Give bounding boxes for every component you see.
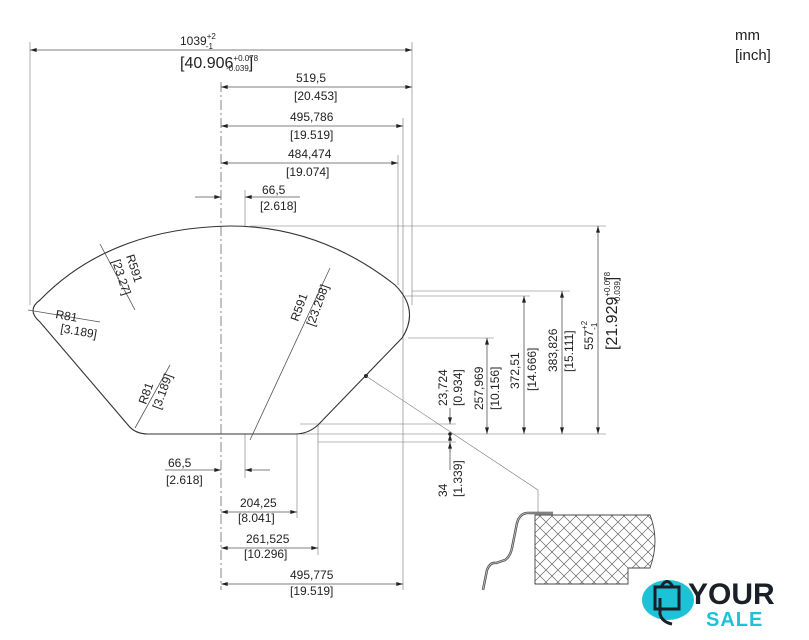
unit-inch: [inch] — [735, 47, 771, 64]
svg-text:[2.618]: [2.618] — [166, 473, 203, 487]
dim-383: 383,826 [15.111] — [546, 290, 576, 435]
radius-r81-left: R81 [3.189] — [27, 307, 101, 341]
unit-mm: mm — [735, 27, 760, 44]
svg-text:495,786: 495,786 — [290, 110, 334, 124]
svg-text:257,969: 257,969 — [472, 366, 486, 410]
svg-text:519,5: 519,5 — [296, 71, 326, 85]
svg-text:204,25: 204,25 — [240, 496, 277, 510]
svg-text:[20.453]: [20.453] — [294, 89, 337, 103]
svg-text:383,826: 383,826 — [546, 328, 560, 372]
your-sale-logo: YOUR SALE — [638, 574, 798, 636]
section-detail — [481, 511, 656, 591]
svg-text:66,5: 66,5 — [262, 183, 286, 197]
svg-text:261,525: 261,525 — [246, 532, 290, 546]
radius-r591-center: R591 [23.268] — [249, 267, 332, 441]
dim-257: 257,969 [10.156] — [472, 337, 502, 435]
dim-519: 519,5 [20.453] — [221, 71, 413, 103]
dim-372: 372,51 [14.666] — [508, 295, 539, 435]
svg-text:66,5: 66,5 — [168, 456, 192, 470]
shopping-bag-hand-icon — [653, 580, 681, 626]
svg-text:[21.929+0.078-0.039]: [21.929+0.078-0.039] — [603, 271, 622, 350]
svg-text:[0.934]: [0.934] — [451, 369, 465, 406]
svg-text:[3.189]: [3.189] — [59, 321, 98, 341]
sink-outline — [32, 225, 411, 435]
svg-text:[10.156]: [10.156] — [488, 367, 502, 410]
svg-text:372,51: 372,51 — [508, 352, 522, 389]
svg-text:1039+2-1: 1039+2-1 — [180, 32, 216, 51]
dim-offset-bottom: 66,5 [2.618] — [165, 456, 270, 487]
svg-text:484,474: 484,474 — [288, 147, 332, 161]
dim-offset-top: 66,5 [2.618] — [195, 183, 300, 213]
svg-text:[19.519]: [19.519] — [290, 584, 333, 598]
svg-text:[8.041]: [8.041] — [238, 511, 275, 525]
svg-text:[40.906+0.078-0.039]: [40.906+0.078-0.039] — [180, 54, 259, 73]
svg-text:[15.111]: [15.111] — [562, 330, 576, 372]
svg-text:34: 34 — [436, 483, 450, 497]
logo-text-your: YOUR — [688, 578, 775, 611]
svg-text:[19.519]: [19.519] — [290, 128, 333, 142]
svg-text:[14.666]: [14.666] — [525, 348, 539, 391]
dim-495-775: 495,775 [19.519] — [221, 568, 404, 598]
svg-text:[2.618]: [2.618] — [260, 199, 297, 213]
dim-495-786: 495,786 [19.519] — [221, 110, 404, 142]
dim-204: 204,25 [8.041] — [221, 496, 298, 525]
svg-text:23,724: 23,724 — [436, 369, 450, 406]
dim-overall-height: 557+2-1 [21.929+0.078-0.039] — [580, 226, 622, 435]
svg-text:[1.339]: [1.339] — [451, 460, 465, 497]
svg-text:495,775: 495,775 — [290, 568, 334, 582]
svg-text:[19.074]: [19.074] — [286, 165, 329, 179]
radius-r591-left: R591 [23.27] — [99, 243, 145, 311]
dim-overall-width: 1039+2-1 [40.906+0.078-0.039] — [30, 32, 413, 73]
dim-34: 34 [1.339] — [436, 432, 465, 497]
svg-text:R81: R81 — [54, 307, 78, 325]
section-leader — [364, 374, 539, 512]
logo-text-sale: SALE — [706, 609, 763, 631]
svg-text:557+2-1: 557+2-1 — [580, 320, 599, 350]
svg-text:[23.268]: [23.268] — [304, 282, 332, 328]
radius-r81-bottom: R81 [3.189] — [134, 364, 175, 429]
svg-text:[10.296]: [10.296] — [244, 547, 287, 561]
dim-23: 23,724 [0.934] — [436, 369, 465, 452]
dim-261: 261,525 [10.296] — [221, 532, 319, 561]
dim-484: 484,474 [19.074] — [221, 147, 399, 179]
